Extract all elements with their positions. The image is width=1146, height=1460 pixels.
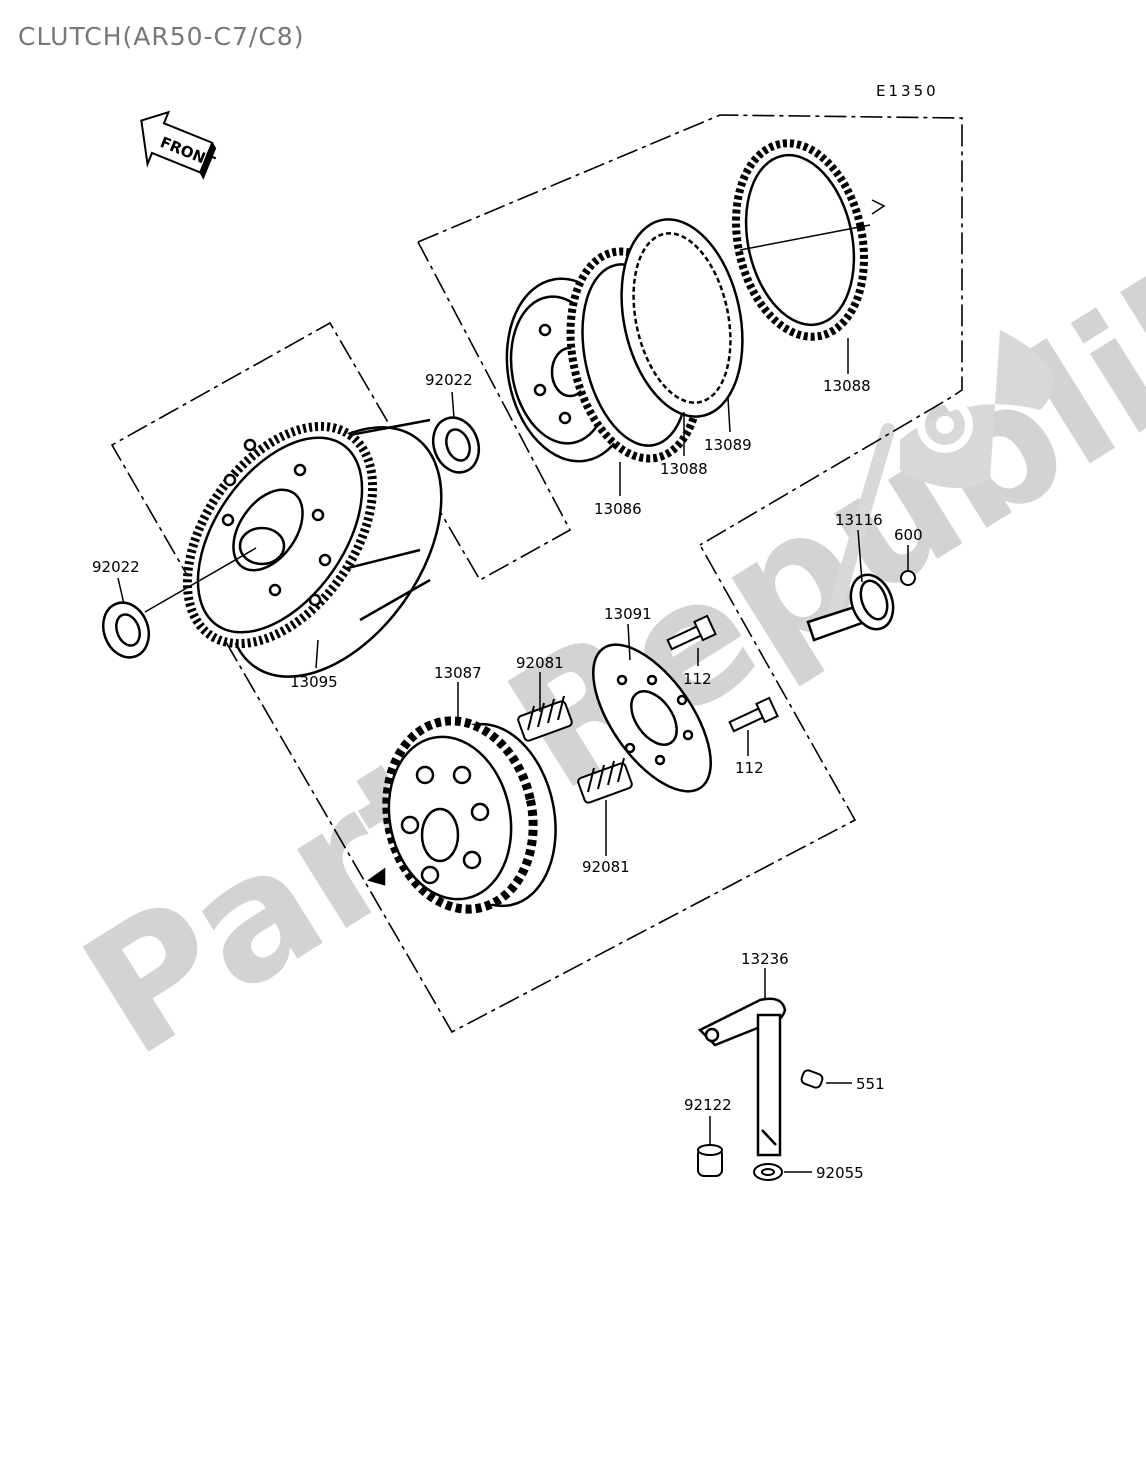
washer-92022-left xyxy=(101,601,151,659)
label-13088-outer: 13088 xyxy=(823,377,871,395)
pressure-plate-13087 xyxy=(367,716,557,914)
label-112-lower: 112 xyxy=(735,759,764,777)
label-600: 600 xyxy=(894,526,923,544)
watermark-flag-icon xyxy=(828,330,1054,617)
part-number-labels: 92022 92022 13095 13086 13088 13089 1308… xyxy=(92,371,923,1182)
page-title: CLUTCH(AR50-C7/C8) xyxy=(18,22,305,51)
label-92122: 92122 xyxy=(684,1096,732,1114)
label-92022-left: 92022 xyxy=(92,558,140,576)
steel-ball-600 xyxy=(900,570,916,586)
label-112-upper: 112 xyxy=(683,670,712,688)
diagram-ref-code: E1350 xyxy=(876,82,939,100)
label-13236: 13236 xyxy=(741,950,789,968)
front-arrow-icon: FRONT xyxy=(140,110,218,180)
label-92081-lower: 92081 xyxy=(582,858,630,876)
label-13116: 13116 xyxy=(835,511,883,529)
clutch-housing-13095 xyxy=(182,418,443,678)
label-13088-inner: 13088 xyxy=(660,460,708,478)
collar-92122 xyxy=(697,1144,723,1177)
label-92081-upper: 92081 xyxy=(516,654,564,672)
release-shaft-13236 xyxy=(697,997,787,1157)
spring-plate-13091 xyxy=(592,643,712,793)
label-92022-upper: 92022 xyxy=(425,371,473,389)
leader-lines xyxy=(117,338,909,1173)
bolt-112-upper xyxy=(666,614,717,651)
label-13091: 13091 xyxy=(604,605,652,623)
steel-plate-13089 xyxy=(620,218,744,418)
label-551: 551 xyxy=(856,1075,885,1093)
oil-seal-92055 xyxy=(753,1163,783,1181)
push-rod-13116 xyxy=(806,573,895,642)
spring-92081-lower xyxy=(577,757,633,804)
pin-551 xyxy=(800,1069,824,1089)
label-13095: 13095 xyxy=(290,673,338,691)
friction-plate-13088-outer xyxy=(732,139,886,341)
bolt-112-lower xyxy=(728,696,779,733)
label-13087: 13087 xyxy=(434,664,482,682)
label-13086: 13086 xyxy=(594,500,642,518)
washer-92022-upper xyxy=(431,416,481,474)
label-13089: 13089 xyxy=(704,436,752,454)
label-92055: 92055 xyxy=(816,1164,864,1182)
